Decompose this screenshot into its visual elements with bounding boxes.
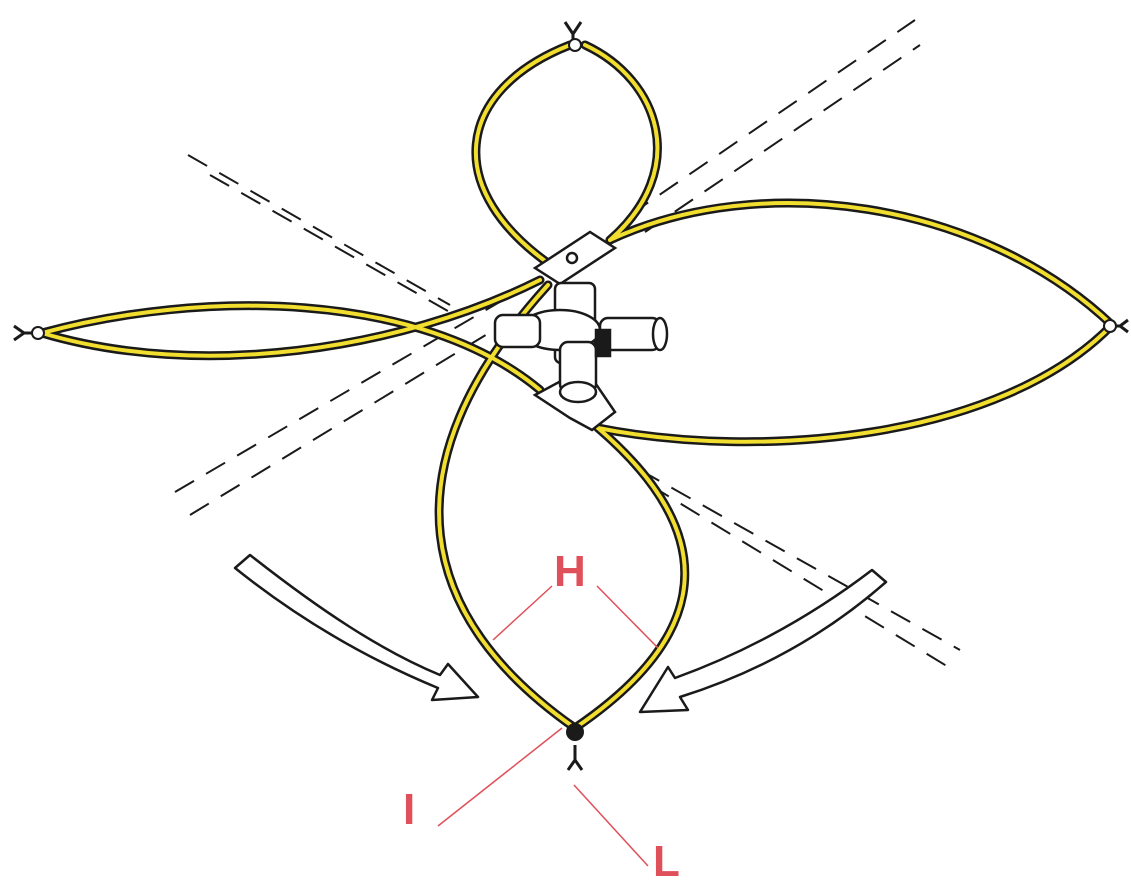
motion-line-8: [189, 304, 536, 516]
hub-hole: [565, 251, 579, 265]
hub-clip: [594, 328, 612, 358]
leader-h-right: [596, 585, 659, 649]
callout-label-h: H: [554, 547, 586, 596]
tent-hub-icon: [493, 230, 669, 432]
pole-right-upper: [605, 198, 1117, 330]
pole-top-left: [471, 40, 575, 273]
callout-label-l: L: [653, 837, 680, 886]
callout-label-i: I: [403, 785, 416, 834]
pole-tip-icon: [563, 21, 583, 52]
motion-line-3: [639, 469, 961, 651]
leader-l: [573, 784, 649, 867]
pole-tips: [13, 21, 1129, 771]
fold-arrows: [233, 553, 888, 714]
pole-tip-icon: [13, 324, 45, 342]
hub-sleeve-left: [493, 313, 542, 349]
callout-lines: [437, 585, 659, 867]
motion-line-4: [649, 484, 951, 669]
motion-line-7: [174, 289, 521, 493]
motion-lines: [174, 19, 961, 669]
motion-line-5: [629, 19, 916, 216]
poles-fill: [40, 43, 1114, 730]
motion-line-1: [187, 154, 451, 306]
curved-arrow-icon: [638, 568, 888, 714]
motion-line-2: [209, 174, 461, 319]
pole-tip-icon: [1103, 318, 1129, 334]
motion-line-6: [644, 44, 921, 233]
leader-h-left: [492, 585, 553, 641]
leader-i: [437, 727, 563, 827]
pole-right-lower: [593, 320, 1117, 447]
curved-arrow-icon: [233, 553, 480, 702]
pole-tip-icon: [566, 723, 584, 771]
pole-top-right: [580, 40, 662, 245]
